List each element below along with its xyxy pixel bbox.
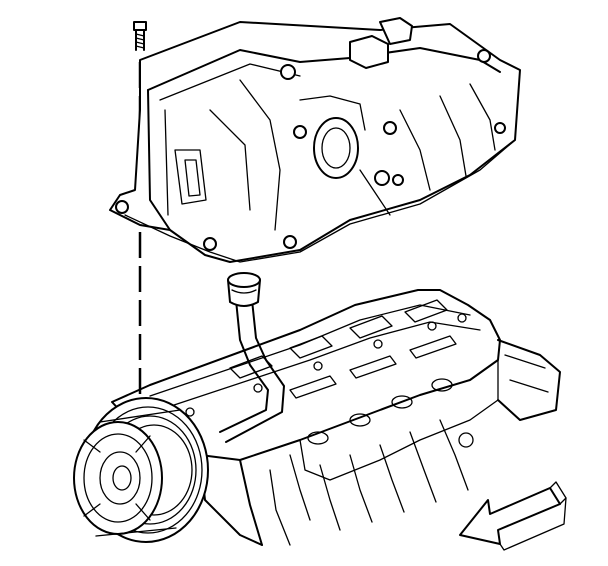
oil-fill-tube [219, 272, 285, 443]
bolt [133, 21, 147, 51]
valve-cover [109, 17, 521, 263]
direction-arrow [459, 481, 567, 551]
crankshaft-pulley [73, 397, 209, 543]
